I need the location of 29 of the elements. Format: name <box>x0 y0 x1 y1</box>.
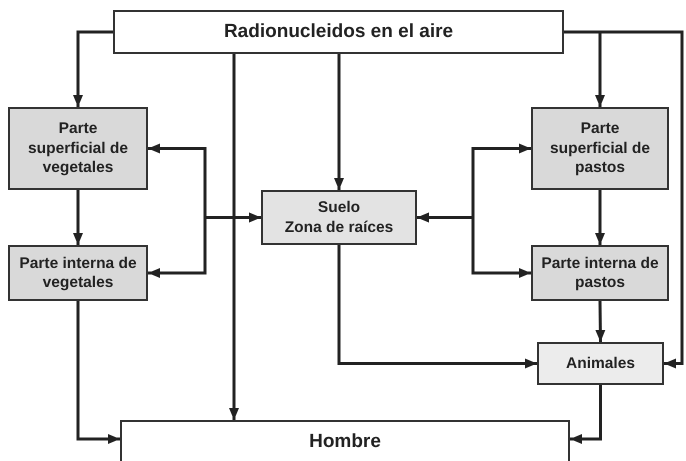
arrow <box>570 385 602 444</box>
process-box <box>261 190 417 245</box>
box-label: Animales <box>566 354 635 374</box>
box-label: Radionucleidos en el aire <box>224 20 454 44</box>
process-box <box>120 420 570 461</box>
arrow <box>564 30 684 368</box>
arrow <box>73 30 113 107</box>
arrow <box>76 301 120 444</box>
arrow <box>595 300 606 342</box>
process-box <box>537 342 664 385</box>
process-box <box>8 245 148 301</box>
arrow <box>338 245 537 368</box>
process-box <box>531 107 669 190</box>
box-label: Parte superficial de pastos <box>549 119 651 178</box>
box-label: Parte interna de pastos <box>540 254 660 292</box>
arrow <box>148 212 261 278</box>
box-label: Zona de raíces <box>284 218 394 237</box>
arrow <box>417 212 531 278</box>
box-label: Parte superficial de vegetales <box>27 119 129 178</box>
process-box <box>8 107 148 190</box>
arrow <box>73 190 83 245</box>
process-box <box>113 10 564 54</box>
process-box <box>531 245 669 301</box>
arrow <box>595 190 605 245</box>
arrow <box>229 54 239 420</box>
box-label: Hombre <box>309 430 381 454</box>
arrow <box>334 54 344 190</box>
box-label: Suelo <box>318 198 360 218</box>
box-label: Parte interna de vegetales <box>18 254 138 292</box>
